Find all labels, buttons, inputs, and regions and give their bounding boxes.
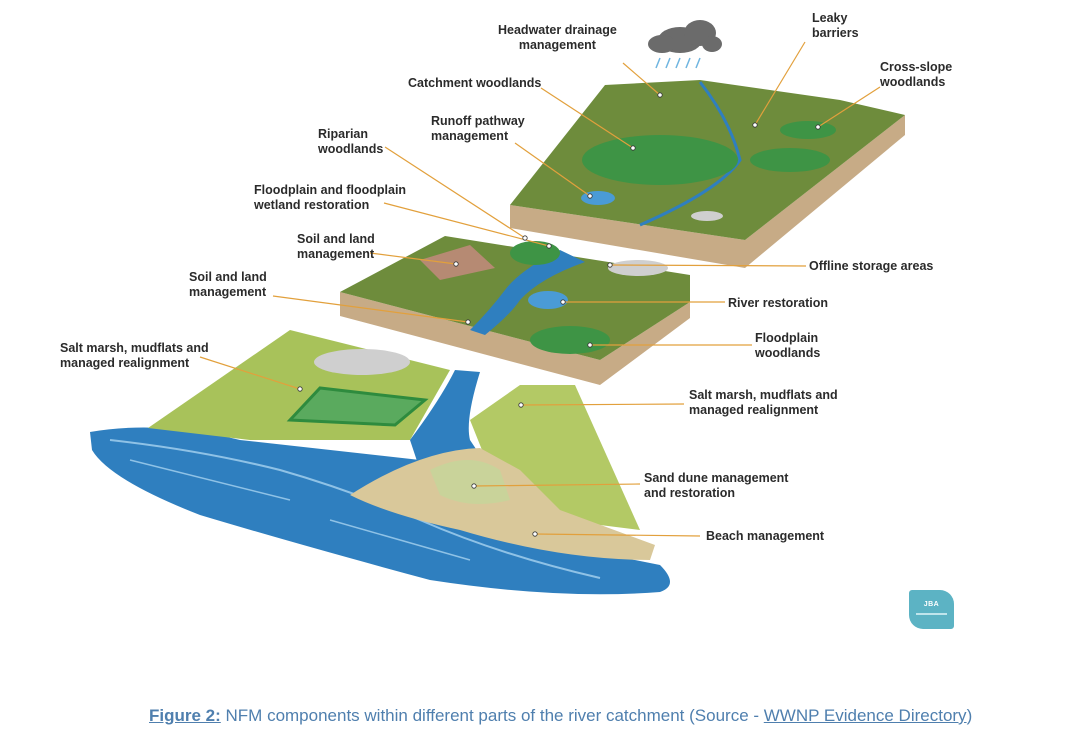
sea-highlight <box>109 439 601 579</box>
sea-highlight <box>129 459 291 501</box>
coastal-land-right <box>470 385 640 530</box>
sea-highlight <box>329 519 471 561</box>
caption-end: ) <box>966 706 973 725</box>
label-salt-marsh-left: Salt marsh, mudflats and managed realign… <box>60 341 209 370</box>
label-catchment-woodlands: Catchment woodlands <box>408 76 542 90</box>
floodplain-river <box>470 250 585 335</box>
leader-lines <box>199 41 881 537</box>
floodplain-trees <box>530 326 610 354</box>
floodplain-wetland <box>528 291 568 309</box>
label-beach-management: Beach management <box>706 529 825 543</box>
upland-farm <box>691 211 723 221</box>
leader-dots <box>297 92 821 537</box>
sand-dunes <box>350 448 655 560</box>
cross-slope-woodland <box>750 148 830 172</box>
label-floodplain-woodlands: Floodplain woodlands <box>755 331 821 360</box>
label-soil-land-low: Soil and land management <box>189 270 267 299</box>
cross-slope-woodland <box>780 121 836 139</box>
floodplain-block-side <box>340 292 690 385</box>
label-offline-storage: Offline storage areas <box>809 259 934 273</box>
label-headwater-drainage: Headwater drainage management <box>498 23 617 52</box>
label-riparian-woodlands: Riparian woodlands <box>318 127 384 156</box>
label-runoff-pathway: Runoff pathway management <box>431 114 525 143</box>
figure-caption: Figure 2: NFM components within differen… <box>149 706 1054 726</box>
figure-number: Figure 2: <box>149 706 221 725</box>
logo-text: JBA <box>923 601 940 608</box>
label-soil-land-mid: Soil and land management <box>297 232 375 261</box>
label-sand-dune: Sand dune management and restoration <box>644 471 789 500</box>
upland-block <box>510 80 905 268</box>
label-river-restoration: River restoration <box>728 296 829 310</box>
realignment-area <box>286 386 429 427</box>
label-salt-marsh-right: Salt marsh, mudflats and managed realign… <box>689 388 838 417</box>
label-leaky-barriers: Leaky barriers <box>812 11 859 40</box>
rain-cloud <box>648 20 722 69</box>
floodplain-block <box>340 236 690 385</box>
jba-logo: JBA <box>909 590 954 629</box>
catchment-woodland <box>582 135 738 185</box>
coastal-block <box>90 330 670 595</box>
label-cross-slope-woodlands: Cross-slope woodlands <box>880 60 953 89</box>
upland-block-side <box>510 115 905 268</box>
caption-text: NFM components within different parts of… <box>220 706 764 725</box>
caption-source-link[interactable]: WWNP Evidence Directory <box>763 706 967 725</box>
nfm-catchment-diagram <box>90 20 905 595</box>
coastal-village <box>314 349 410 375</box>
riparian-trees <box>510 241 560 265</box>
dune-vegetation <box>430 460 510 504</box>
sea <box>90 427 670 595</box>
label-floodplain-wetland: Floodplain and floodplain wetland restor… <box>254 183 407 212</box>
upland-stream <box>639 81 742 227</box>
logo-underline <box>916 613 947 615</box>
offline-storage-village <box>608 260 668 276</box>
